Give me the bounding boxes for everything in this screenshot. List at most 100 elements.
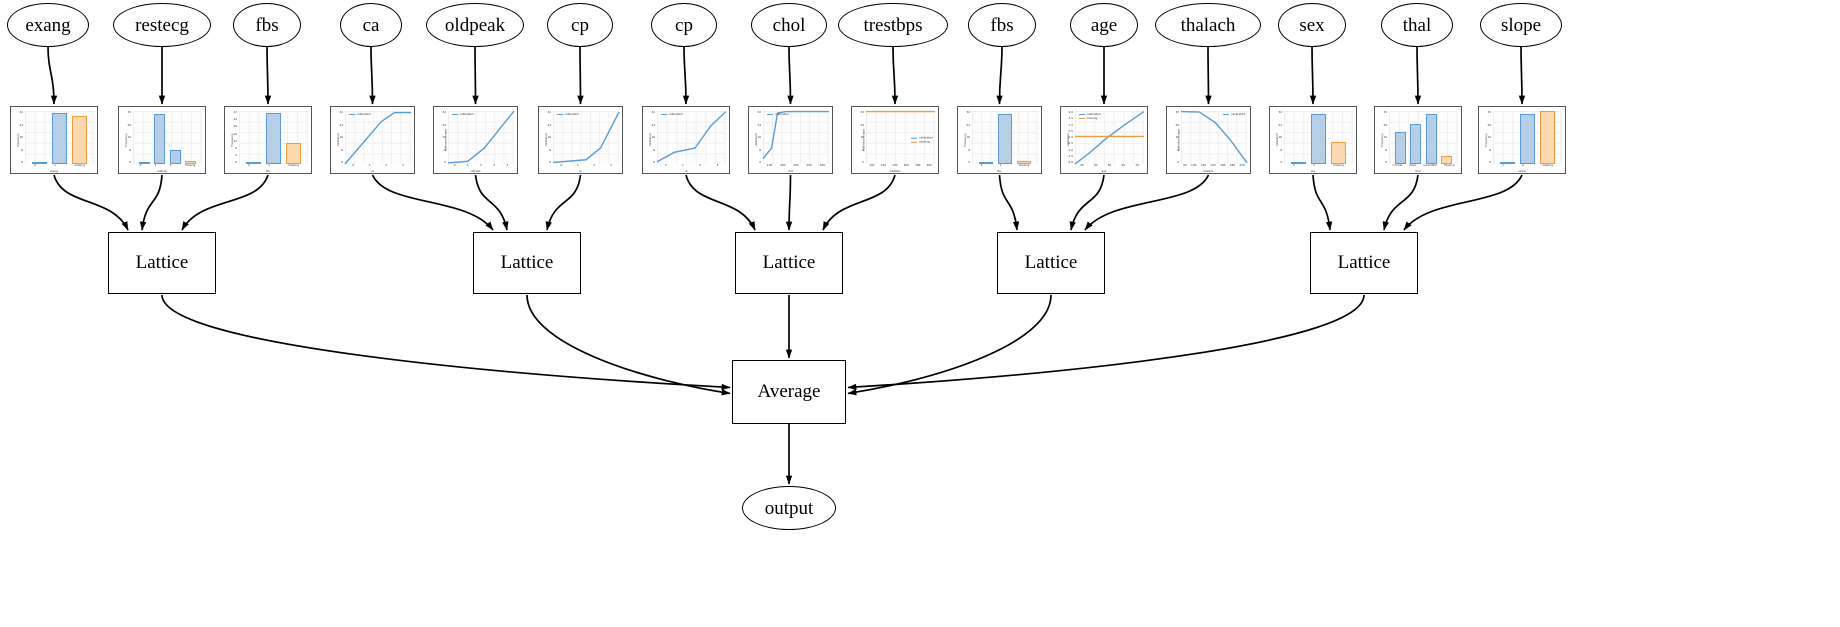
y-tick: 0 xyxy=(862,160,864,165)
x-tick: 100 xyxy=(869,163,875,167)
plot-lines xyxy=(448,111,514,164)
feature-node-fbs2[interactable]: fbs xyxy=(968,3,1036,47)
plot-canvas xyxy=(866,111,935,164)
x-tick: fixed xyxy=(1409,163,1417,167)
lattice-node-lat2[interactable]: Lattice xyxy=(473,232,581,294)
y-tick: 0 xyxy=(444,160,446,165)
x-tick: 1 xyxy=(576,163,579,167)
edge xyxy=(139,174,163,231)
edge xyxy=(891,45,899,105)
plot-lines xyxy=(345,111,411,164)
legend-swatch xyxy=(349,113,355,115)
x-tick: 140 xyxy=(892,163,898,167)
feature-node-restecg[interactable]: restecg xyxy=(113,3,211,47)
y-tick: 8 xyxy=(862,147,864,152)
plot-xlabel: restecg xyxy=(157,170,167,173)
legend-swatch xyxy=(767,113,773,115)
legend-row: missing xyxy=(911,139,933,144)
x-tick: 100 xyxy=(766,163,773,167)
plot-legend: calibrated xyxy=(767,113,789,116)
edge xyxy=(1382,174,1419,231)
lattice-node-lat4[interactable]: Lattice xyxy=(997,232,1105,294)
y-tick: 8 xyxy=(1280,147,1282,152)
edge xyxy=(847,294,1365,391)
average-node[interactable]: Average xyxy=(732,360,846,424)
y-tick: -1.5 xyxy=(1067,153,1073,158)
feature-node-trestbps[interactable]: trestbps xyxy=(838,3,948,47)
feature-node-slope[interactable]: slope xyxy=(1480,3,1562,47)
x-tick: 1 xyxy=(54,163,56,167)
edge xyxy=(161,294,731,391)
bar xyxy=(1499,162,1515,164)
feature-node-thalach[interactable]: thalach xyxy=(1155,3,1261,47)
x-tick: 1 xyxy=(1502,163,1504,167)
feature-node-age[interactable]: age xyxy=(1070,3,1138,47)
lattice-node-lat3[interactable]: Lattice xyxy=(735,232,843,294)
y-tick: 24 xyxy=(1175,122,1179,127)
bar xyxy=(1290,162,1306,164)
legend-label: calibrated xyxy=(668,112,683,116)
edge xyxy=(822,174,896,231)
edge xyxy=(787,45,794,105)
x-tick: missing xyxy=(74,163,85,167)
legend-label: missing xyxy=(918,139,930,144)
y-tick: 0.5 xyxy=(1068,128,1073,133)
edge xyxy=(996,45,1003,105)
bar xyxy=(266,112,281,164)
x-tick: 2 xyxy=(1522,163,1524,167)
output-node[interactable]: output xyxy=(742,486,836,530)
plot-lines xyxy=(1075,111,1144,164)
feature-node-cp1[interactable]: cp xyxy=(547,3,613,47)
feature-node-sex[interactable]: sex xyxy=(1278,3,1346,47)
feature-node-oldpeak[interactable]: oldpeak xyxy=(426,3,524,47)
bar xyxy=(1311,114,1326,164)
y-tick: 24 xyxy=(966,122,970,127)
edge xyxy=(1414,45,1422,105)
plot-lines xyxy=(657,111,726,164)
x-tick: missing xyxy=(288,163,299,167)
series-calibrated xyxy=(345,113,411,164)
feature-node-ca[interactable]: ca xyxy=(340,3,402,47)
x-tick: 1 xyxy=(999,163,1002,167)
feature-node-chol[interactable]: chol xyxy=(751,3,827,47)
bar xyxy=(1540,111,1556,164)
x-tick: 120 xyxy=(880,163,886,167)
plot-xlabel: ca xyxy=(370,170,374,173)
y-tick: 16 xyxy=(339,135,343,140)
feature-node-fbs1[interactable]: fbs xyxy=(233,3,301,47)
y-tick: 0 xyxy=(21,160,23,165)
lattice-node-label: Lattice xyxy=(500,252,554,273)
plot-canvas xyxy=(657,111,726,164)
bar xyxy=(31,162,47,164)
legend-swatch xyxy=(452,113,458,115)
y-tick: 0 xyxy=(653,160,655,165)
feature-node-exang[interactable]: exang xyxy=(7,3,89,47)
lattice-node-lat1[interactable]: Lattice xyxy=(108,232,216,294)
y-tick: 16 xyxy=(442,135,446,140)
feature-node-label: thalach xyxy=(1180,14,1236,36)
lattice-node-lat5[interactable]: Lattice xyxy=(1310,232,1418,294)
y-tick: 16 xyxy=(547,135,551,140)
feature-node-thal[interactable]: thal xyxy=(1381,3,1453,47)
y-tick: -2.0 xyxy=(1067,160,1073,165)
feature-node-cp2[interactable]: cp xyxy=(651,3,717,47)
